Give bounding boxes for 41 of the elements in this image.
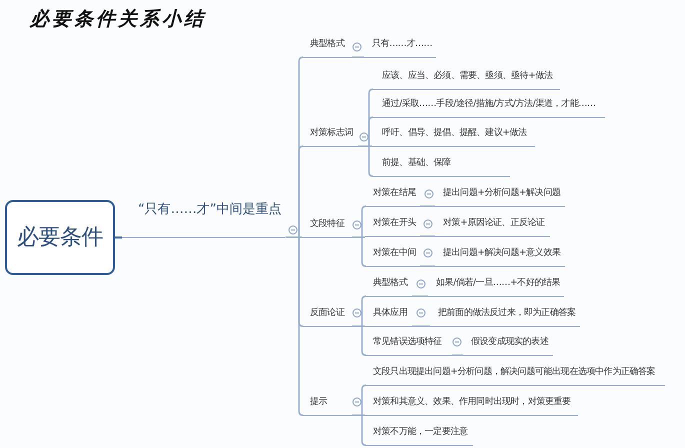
branch-topic: 如果/倘若/一旦……+不好的结果 bbox=[428, 277, 564, 297]
branch-topic: 对策+原因论证、正反论证 bbox=[435, 217, 550, 237]
branch-line bbox=[352, 236, 367, 267]
branch-topic: 应该、应当、必须、需要、亟须、亟待+做法 bbox=[372, 70, 560, 90]
branch-line bbox=[285, 236, 304, 416]
branch-topic: 典型格式 bbox=[302, 38, 352, 58]
branch-line bbox=[420, 266, 435, 267]
branch-topic: 常见错误选项特征 bbox=[365, 336, 452, 356]
branch-line bbox=[420, 236, 435, 237]
branch-topic: 对策在结尾 bbox=[365, 187, 420, 207]
branch-topic: 对策标志词 bbox=[302, 127, 358, 147]
branch-line bbox=[352, 56, 364, 58]
branch-topic: 提出问题+解决问题+意义效果 bbox=[435, 247, 565, 267]
branch-line bbox=[452, 354, 463, 356]
branch-topic: 假设变成现实的表述 bbox=[463, 336, 553, 356]
branch-line bbox=[352, 414, 367, 446]
branch-topic: 前提、基础、保障 bbox=[372, 157, 510, 177]
branch-topic: 只有……才…… bbox=[364, 38, 436, 58]
branch-topic: 文段特征 bbox=[302, 218, 352, 238]
branch-topic: 对策和其意义、效果、作用同时出现时，对策更重要 bbox=[365, 396, 578, 416]
branch-line bbox=[358, 146, 374, 177]
branch-topic: 呼吁、倡导、提倡、提醒、建议+做法 bbox=[372, 127, 535, 147]
branch-topic: 对策在开头 bbox=[365, 217, 420, 237]
branch-line bbox=[115, 236, 122, 238]
central-topic-box: 必要条件 bbox=[5, 200, 115, 275]
branch-topic: 提示 bbox=[302, 396, 352, 416]
branch-topic: 对策不万能，一定要注意 bbox=[365, 426, 473, 446]
branch-line bbox=[352, 326, 367, 356]
branch-topic: 对策在中间 bbox=[365, 247, 420, 267]
main-branch-topic: “只有……才”中间是重点 bbox=[122, 202, 286, 238]
branch-topic: 反面论证 bbox=[302, 307, 352, 327]
branch-topic: 文段只出现提出问题+分析问题，解决问题可能出现在选项中作为正确答案 bbox=[365, 366, 665, 386]
branch-topic: 通过/采取……手段/途径/措施/方式/方法/渠道，才能…… bbox=[372, 98, 605, 118]
branch-topic: 提出问题+分析问题+解决问题 bbox=[435, 187, 565, 207]
branch-topic: 把前面的做法反过来，即为正确答案 bbox=[430, 307, 580, 327]
branch-topic: 典型格式 bbox=[365, 277, 412, 297]
branch-topic: 具体应用 bbox=[365, 307, 412, 327]
branch-line bbox=[412, 296, 428, 297]
title: 必要条件关系小结 bbox=[30, 7, 206, 32]
branch-line bbox=[420, 206, 435, 207]
branch-line bbox=[412, 326, 430, 327]
